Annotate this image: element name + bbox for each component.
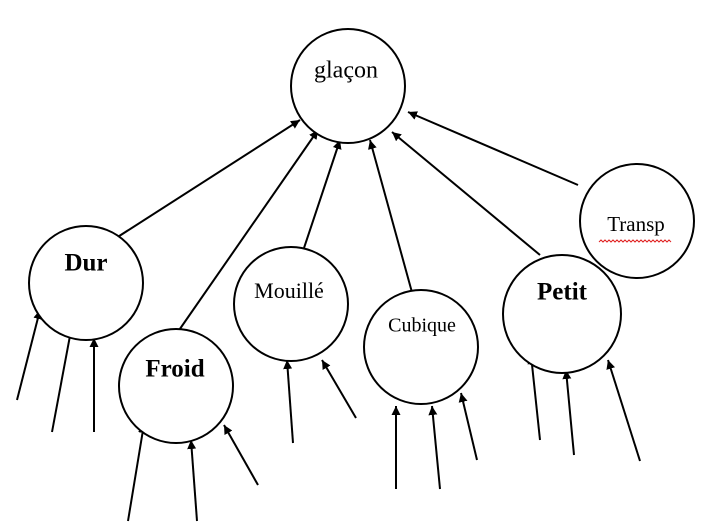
node-glacon-label: glaçon	[314, 58, 378, 84]
node-petit-circle	[502, 254, 622, 374]
arrow-froid-in-3	[223, 424, 259, 486]
node-froid: Froid	[118, 328, 234, 444]
node-glacon: glaçon	[290, 28, 406, 144]
edge-petit-glacon	[391, 131, 541, 256]
node-dur: Dur	[28, 225, 144, 341]
node-transp-circle	[579, 163, 695, 279]
node-mouille-label: Mouillé	[254, 278, 324, 303]
edge-dur-glacon	[112, 119, 301, 241]
node-mouille: Mouillé	[233, 246, 349, 362]
arrow-mouille-in-1	[283, 359, 294, 444]
arrow-dur-in-2	[51, 324, 75, 433]
edge-transp-glacon	[407, 111, 579, 186]
arrow-cubique-in-3	[458, 392, 478, 461]
node-transp: Transp	[579, 163, 695, 279]
node-petit: Petit	[502, 254, 622, 374]
edge-froid-glacon	[174, 129, 319, 337]
arrow-mouille-in-2	[321, 359, 357, 419]
node-glacon-circle	[290, 28, 406, 144]
node-cubique: Cubique	[363, 289, 479, 405]
arrow-petit-in-2	[562, 369, 575, 456]
node-froid-label: Froid	[145, 356, 204, 383]
incoming-arrows-dur	[16, 309, 99, 433]
edge-cubique-glacon	[368, 139, 414, 297]
incoming-arrows-mouille	[283, 359, 357, 444]
node-petit-label: Petit	[537, 279, 588, 306]
incoming-arrows-cubique	[391, 392, 478, 490]
edges-to-glacon	[112, 111, 579, 337]
incoming-arrows-petit	[527, 354, 641, 462]
node-transp-label: Transp	[607, 212, 665, 236]
arrow-dur-in-1	[16, 309, 43, 401]
arrow-froid-in-2	[187, 439, 198, 522]
node-cubique-circle	[363, 289, 479, 405]
arrow-petit-in-1	[527, 354, 541, 441]
edge-mouille-glacon	[299, 139, 342, 261]
spellcheck-underline	[598, 239, 672, 243]
node-cubique-label: Cubique	[388, 315, 456, 337]
node-dur-circle	[28, 225, 144, 341]
incoming-arrows-froid	[127, 423, 259, 522]
arrow-cubique-in-2	[428, 405, 441, 490]
node-mouille-circle	[233, 246, 349, 362]
node-froid-circle	[118, 328, 234, 444]
node-dur-label: Dur	[64, 250, 107, 277]
arrow-petit-in-3	[606, 359, 641, 462]
arrow-froid-in-1	[127, 423, 147, 522]
